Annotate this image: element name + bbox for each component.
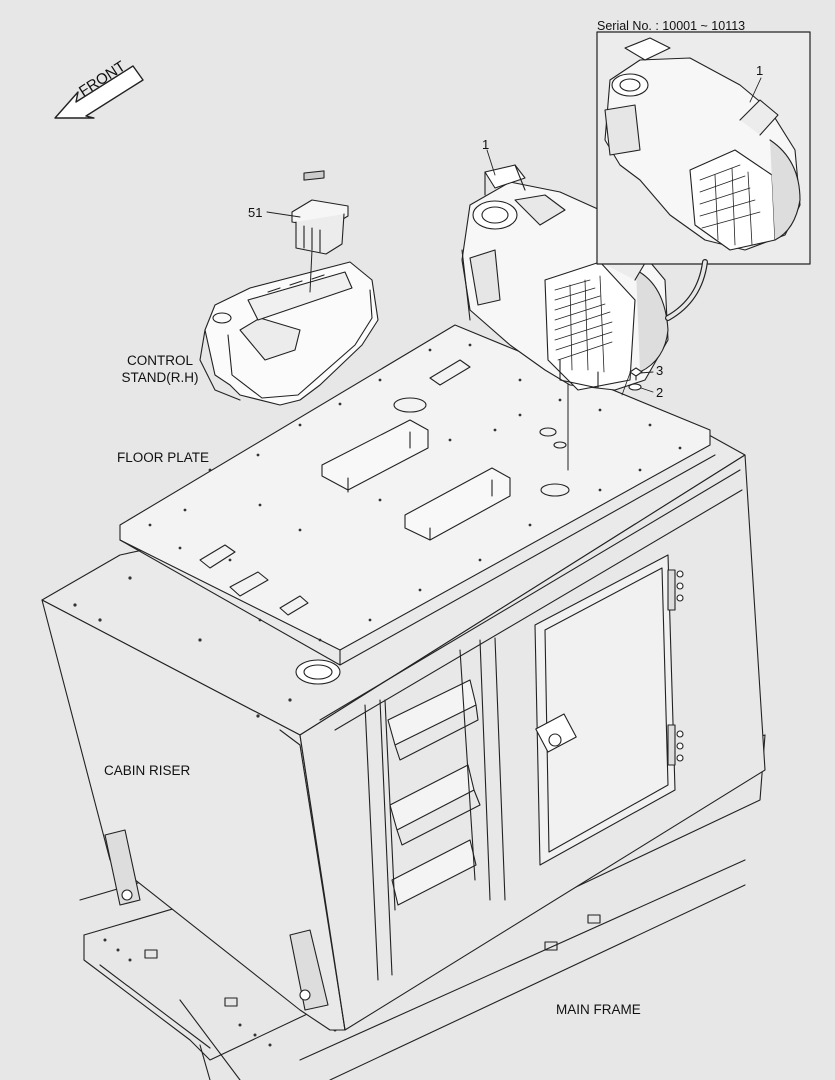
control-stand-label-line1: CONTROL	[126, 353, 193, 368]
inset-leader	[665, 259, 708, 321]
main-frame-label: MAIN FRAME	[556, 1002, 641, 1017]
control-stand-label-line2: STAND(R.H)	[121, 370, 199, 385]
callout-washer-part-2: 2	[656, 385, 664, 400]
serial-number-label: Serial No. : 10001 ~ 10113	[597, 19, 746, 33]
callout-leaders	[266, 77, 762, 393]
floor-plate-drawing	[119, 324, 716, 666]
control-stand-drawing	[199, 249, 379, 406]
callout-main-part-1: 1	[482, 137, 490, 152]
bolt-washer-icon	[621, 367, 643, 396]
switch-panel-drawing	[291, 170, 349, 255]
cabin-riser-label: CABIN RISER	[104, 763, 191, 778]
floor-plate-label: FLOOR PLATE	[117, 450, 210, 465]
front-arrow-icon	[54, 65, 144, 119]
inset-box	[596, 31, 811, 265]
callout-inset-part-1: 1	[756, 63, 764, 78]
callout-switch-part-51: 51	[248, 205, 263, 220]
callout-bolt-part-3: 3	[656, 363, 664, 378]
